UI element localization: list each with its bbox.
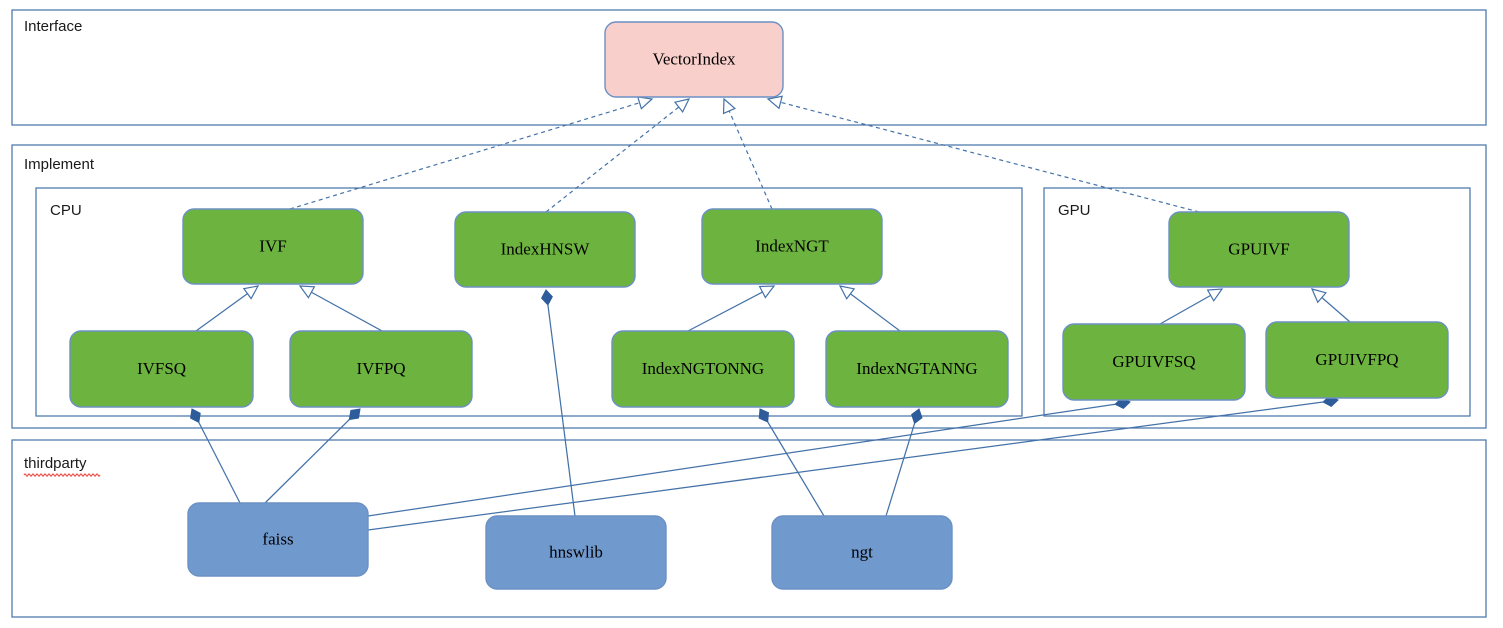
edge-e-ngt-ngtonng xyxy=(758,408,825,517)
node-label-indexngt: IndexNGT xyxy=(755,236,829,255)
composition-diamond-icon xyxy=(758,408,770,423)
edge-line xyxy=(264,419,350,504)
node-ivf[interactable]: IVF xyxy=(182,208,364,285)
edge-e-hnswlib-indexhnsw xyxy=(540,289,576,517)
edge-line xyxy=(767,421,825,517)
node-box-ivf[interactable] xyxy=(182,208,364,285)
node-box-indexngt[interactable] xyxy=(701,208,883,285)
group-label-thirdparty: thirdparty xyxy=(24,455,87,472)
edge-line xyxy=(311,291,383,332)
node-indexngtanng[interactable]: IndexNGTANNG xyxy=(825,330,1009,408)
node-gpuivfsq[interactable]: GPUIVFSQ xyxy=(1062,323,1246,401)
edge-e-ngtanng-indexngt xyxy=(838,285,901,332)
node-ivfpq[interactable]: IVFPQ xyxy=(289,330,473,408)
node-label-ivf: IVF xyxy=(259,236,286,255)
node-label-faiss: faiss xyxy=(262,529,293,548)
node-box-ngt[interactable] xyxy=(771,515,953,590)
node-box-gpuivfsq[interactable] xyxy=(1062,323,1246,401)
edge-line xyxy=(885,423,916,517)
edge-line xyxy=(780,101,1200,213)
node-box-gpuivfpq[interactable] xyxy=(1265,321,1449,399)
node-faiss[interactable]: faiss xyxy=(187,502,369,577)
composition-diamond-icon xyxy=(348,408,361,421)
node-label-gpuivfpq: GPUIVFPQ xyxy=(1315,350,1398,369)
edge-e-indexngt-vectorindex xyxy=(722,97,773,210)
node-gpuivf[interactable]: GPUIVF xyxy=(1168,211,1350,288)
edge-line xyxy=(367,403,1116,517)
node-label-gpuivf: GPUIVF xyxy=(1228,239,1289,258)
edge-e-gpuivfsq-gpuivf xyxy=(1159,288,1224,325)
composition-diamond-icon xyxy=(911,408,923,425)
node-box-ivfsq[interactable] xyxy=(69,330,254,408)
node-ivfsq[interactable]: IVFSQ xyxy=(69,330,254,408)
edge-e-ngtonng-indexngt xyxy=(687,285,776,332)
node-box-ivfpq[interactable] xyxy=(289,330,473,408)
edge-line xyxy=(1321,297,1351,323)
inheritance-arrowhead-icon xyxy=(298,285,316,299)
edge-line xyxy=(687,291,763,332)
edge-line xyxy=(289,102,640,210)
edge-e-indexhnsw-vectorindex xyxy=(545,98,691,213)
inheritance-arrowhead-icon xyxy=(838,285,856,300)
node-gpuivfpq[interactable]: GPUIVFPQ xyxy=(1265,321,1449,399)
group-label-gpu: GPU xyxy=(1058,202,1091,219)
node-box-vectorindex[interactable] xyxy=(604,21,784,98)
edge-e-faiss-ivfsq xyxy=(190,408,241,504)
inheritance-arrowhead-icon xyxy=(766,95,783,110)
group-label-cpu: CPU xyxy=(50,202,82,219)
edge-line xyxy=(545,106,680,213)
node-box-faiss[interactable] xyxy=(187,502,369,577)
edge-e-ivf-vectorindex xyxy=(289,96,654,210)
edge-line xyxy=(850,293,901,332)
node-vectorindex[interactable]: VectorIndex xyxy=(604,21,784,98)
spellcheck-underline-icon xyxy=(23,473,101,477)
node-label-gpuivfsq: GPUIVFSQ xyxy=(1112,352,1195,371)
group-label-interface: Interface xyxy=(24,18,82,35)
inheritance-arrowhead-icon xyxy=(242,285,260,300)
node-box-indexngtonng[interactable] xyxy=(611,330,795,408)
edge-line xyxy=(547,304,576,517)
node-box-indexngtanng[interactable] xyxy=(825,330,1009,408)
node-box-gpuivf[interactable] xyxy=(1168,211,1350,288)
node-hnswlib[interactable]: hnswlib xyxy=(485,515,667,590)
edge-line xyxy=(728,110,773,210)
node-box-hnswlib[interactable] xyxy=(485,515,667,590)
node-label-indexngtanng: IndexNGTANNG xyxy=(856,359,977,378)
edge-line xyxy=(198,422,241,504)
edge-e-ivfsq-ivf xyxy=(195,285,260,332)
inheritance-arrowhead-icon xyxy=(758,285,776,299)
node-indexhnsw[interactable]: IndexHNSW xyxy=(454,211,636,288)
edge-e-gpuivfpq-gpuivf xyxy=(1310,288,1351,323)
node-label-indexngtonng: IndexNGTONNG xyxy=(642,359,764,378)
edge-line xyxy=(367,401,1324,531)
node-label-hnswlib: hnswlib xyxy=(549,542,603,561)
inheritance-arrowhead-icon xyxy=(722,97,736,115)
inheritance-arrowhead-icon xyxy=(1310,288,1327,304)
node-indexngtonng[interactable]: IndexNGTONNG xyxy=(611,330,795,408)
node-box-indexhnsw[interactable] xyxy=(454,211,636,288)
group-label-implement: Implement xyxy=(24,156,95,173)
inheritance-arrowhead-icon xyxy=(1206,288,1224,302)
edge-e-ngt-ngtanng xyxy=(885,408,923,517)
inheritance-arrowhead-icon xyxy=(673,98,691,114)
edge-e-ivfpq-ivf xyxy=(298,285,383,332)
composition-diamond-icon xyxy=(190,408,201,424)
node-label-vectorindex: VectorIndex xyxy=(652,49,736,68)
edge-line xyxy=(195,293,248,332)
inheritance-arrowhead-icon xyxy=(636,96,654,110)
node-indexngt[interactable]: IndexNGT xyxy=(701,208,883,285)
edge-e-gpuivf-vectorindex xyxy=(766,95,1200,213)
composition-diamond-icon xyxy=(540,289,553,306)
node-label-ngt: ngt xyxy=(851,542,873,561)
edge-line xyxy=(1159,294,1211,325)
edge-e-faiss-ivfpq xyxy=(264,408,361,504)
node-label-indexhnsw: IndexHNSW xyxy=(501,239,591,258)
node-label-ivfsq: IVFSQ xyxy=(137,359,186,378)
node-ngt[interactable]: ngt xyxy=(771,515,953,590)
edges-layer xyxy=(190,95,1351,531)
node-label-ivfpq: IVFPQ xyxy=(356,359,405,378)
